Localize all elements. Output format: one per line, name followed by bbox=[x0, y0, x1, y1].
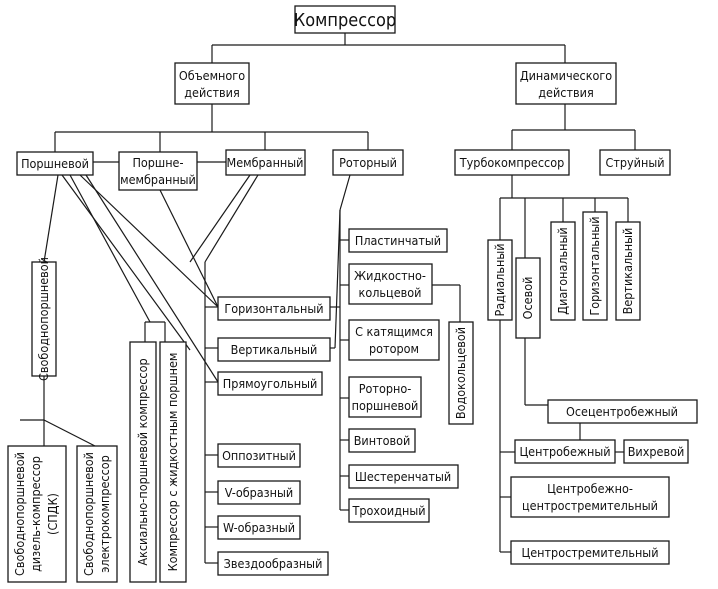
trochoid-label: Трохоидный bbox=[351, 503, 425, 518]
trochoid-box bbox=[348, 498, 430, 523]
v-shaped-label: V-образный bbox=[225, 485, 293, 500]
rotary-piston-label-1: Роторно- bbox=[359, 381, 412, 396]
free-piston-electro-label-2: электрокомпрессор bbox=[97, 455, 112, 573]
turbo-vertical-box bbox=[615, 221, 641, 321]
gear-box bbox=[348, 464, 459, 489]
vertical-box bbox=[217, 337, 331, 362]
water-ring-box bbox=[448, 321, 474, 425]
volumetric-box bbox=[174, 62, 250, 105]
rotary-label: Роторный bbox=[339, 155, 397, 170]
membrane-label: Мембранный bbox=[227, 155, 304, 170]
gear-label: Шестеренчатый bbox=[355, 469, 451, 484]
axial-piston-box bbox=[129, 341, 157, 583]
jet-label: Струйный bbox=[605, 155, 664, 170]
free-piston-diesel-label-3: (СПДК) bbox=[45, 493, 60, 535]
free-piston-electro-label-1: Свободнопоршневой bbox=[81, 452, 96, 576]
rectangular-label: Прямоугольный bbox=[223, 376, 318, 391]
rotary-box bbox=[332, 149, 404, 176]
liquid-ring-label-2: кольцевой bbox=[359, 285, 422, 300]
axial-label: Осевой bbox=[520, 277, 535, 320]
screw-label: Винтовой bbox=[354, 433, 411, 448]
membrane-box bbox=[225, 149, 306, 176]
vortex-label: Вихревой bbox=[628, 444, 685, 459]
dynamic-label-2: действия bbox=[538, 85, 593, 100]
piston-box bbox=[16, 151, 94, 176]
v-shaped-box bbox=[217, 480, 301, 505]
star-shaped-box bbox=[217, 551, 329, 576]
vortex-box bbox=[623, 439, 689, 464]
volumetric-label-1: Объемного bbox=[179, 68, 245, 83]
axial-centrifugal-box bbox=[547, 399, 698, 424]
turbo-horizontal-label: Горизонтальный bbox=[587, 216, 602, 315]
rotary-piston-box bbox=[348, 376, 422, 418]
centrifugal-centripetal-label-1: Центробежно- bbox=[547, 481, 633, 496]
plate-label: Пластинчатый bbox=[355, 233, 441, 248]
horizontal-box bbox=[217, 296, 331, 321]
root-label: Компрессор bbox=[294, 10, 396, 31]
dynamic-label-1: Динамического bbox=[520, 68, 612, 83]
dynamic-box bbox=[515, 62, 617, 105]
free-piston-electro-box bbox=[76, 445, 118, 583]
centripetal-label: Центростремительный bbox=[522, 545, 659, 560]
free-piston-diesel-box bbox=[7, 445, 67, 583]
piston-label: Поршневой bbox=[21, 156, 89, 171]
centrifugal-box bbox=[514, 439, 616, 464]
water-ring-label: Водокольцевой bbox=[453, 327, 468, 419]
radial-label: Радиальный bbox=[492, 243, 507, 316]
connectors bbox=[20, 33, 636, 564]
rotary-piston-label-2: поршневой bbox=[352, 398, 419, 413]
axial-centrifugal-label: Осецентробежный bbox=[566, 404, 678, 419]
piston-membrane-box bbox=[118, 151, 198, 191]
free-piston-diesel-label-1: Свободнопоршневой bbox=[12, 452, 27, 576]
volumetric-label-2: действия bbox=[184, 85, 239, 100]
plate-box bbox=[348, 228, 448, 253]
turbo-box bbox=[454, 149, 570, 176]
centrifugal-centripetal-box bbox=[510, 476, 670, 518]
opposed-box bbox=[217, 443, 301, 468]
radial-box bbox=[487, 239, 513, 321]
centrifugal-centripetal-label-2: центростремительный bbox=[522, 498, 658, 513]
turbo-label: Турбокомпрессор bbox=[459, 155, 564, 170]
piston-membrane-label-1: Поршне- bbox=[132, 155, 183, 170]
turbo-horizontal-box bbox=[582, 211, 608, 321]
axial-piston-label: Аксиально-поршневой компрессор bbox=[135, 358, 150, 565]
turbo-vertical-label: Вертикальный bbox=[620, 228, 635, 315]
w-shaped-box bbox=[217, 515, 301, 540]
centripetal-box bbox=[510, 540, 670, 565]
liquid-ring-label-1: Жидкостно- bbox=[354, 268, 426, 283]
free-piston-box bbox=[31, 261, 57, 377]
free-piston-label: Свободнопоршневой bbox=[36, 257, 51, 381]
liquid-piston-box bbox=[159, 341, 187, 583]
piston-membrane-label-2: мембранный bbox=[120, 172, 196, 187]
axial-box bbox=[515, 257, 541, 339]
jet-box bbox=[599, 149, 671, 176]
star-shaped-label: Звездообразный bbox=[224, 556, 323, 571]
opposed-label: Оппозитный bbox=[222, 448, 296, 463]
rolling-rotor-box bbox=[348, 319, 440, 361]
liquid-piston-label: Компрессор с жидкостным поршнем bbox=[165, 353, 180, 572]
root-box bbox=[294, 5, 396, 34]
diagonal-box bbox=[550, 221, 576, 321]
horizontal-label: Горизонтальный bbox=[224, 301, 323, 316]
rectangular-box bbox=[217, 371, 323, 396]
centrifugal-label: Центробежный bbox=[519, 444, 610, 459]
vertical-label: Вертикальный bbox=[231, 342, 318, 357]
rolling-rotor-label-1: С катящимся bbox=[355, 324, 433, 339]
liquid-ring-box bbox=[348, 263, 433, 305]
free-piston-diesel-label-2: дизель-компрессор bbox=[28, 456, 43, 572]
rolling-rotor-label-2: ротором bbox=[369, 341, 419, 356]
diagonal-label: Диагональный bbox=[555, 227, 570, 314]
screw-box bbox=[348, 428, 416, 453]
w-shaped-label: W-образный bbox=[223, 520, 295, 535]
